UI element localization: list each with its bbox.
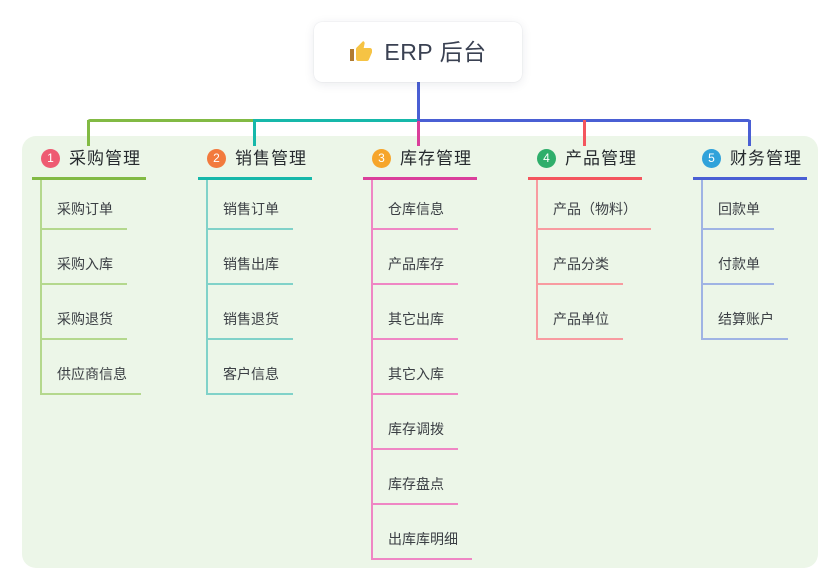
- thumbs-up-icon: [349, 40, 373, 64]
- connector-top-segment-teal: [253, 119, 417, 122]
- branch-header-product[interactable]: 4 产品管理: [528, 146, 642, 180]
- branch-number-badge: 3: [372, 149, 391, 168]
- node-sales-outbound[interactable]: 销售出库: [208, 230, 293, 285]
- node-customer-info[interactable]: 客户信息: [208, 340, 293, 395]
- branch-title: 产品管理: [565, 149, 637, 168]
- branch-children-list: 销售订单 销售出库 销售退货 客户信息: [206, 180, 364, 395]
- node-purchase-inbound[interactable]: 采购入库: [42, 230, 127, 285]
- branch-product: 4 产品管理 产品（物料） 产品分类 产品单位: [528, 146, 694, 340]
- node-settlement-account[interactable]: 结算账户: [703, 285, 788, 340]
- branch-title: 采购管理: [69, 149, 141, 168]
- connector-top-segment-green: [87, 119, 253, 122]
- node-other-outbound[interactable]: 其它出库: [373, 285, 458, 340]
- node-purchase-return[interactable]: 采购退货: [42, 285, 127, 340]
- branch-header-sales[interactable]: 2 销售管理: [198, 146, 312, 180]
- branch-sales: 2 销售管理 销售订单 销售出库 销售退货 客户信息: [198, 146, 364, 395]
- branch-children-list: 仓库信息 产品库存 其它出库 其它入库 库存调拨 库存盘点 出库库明细: [371, 180, 529, 560]
- connector-drop-branch-5: [748, 120, 751, 146]
- node-other-inbound[interactable]: 其它入库: [373, 340, 458, 395]
- node-product-category[interactable]: 产品分类: [538, 230, 623, 285]
- node-warehouse-info[interactable]: 仓库信息: [373, 180, 458, 230]
- branches-background-panel: [22, 136, 818, 568]
- node-stock-taking[interactable]: 库存盘点: [373, 450, 458, 505]
- node-sales-return[interactable]: 销售退货: [208, 285, 293, 340]
- node-product-material[interactable]: 产品（物料）: [538, 180, 651, 230]
- branch-finance: 5 财务管理 回款单 付款单 结算账户: [693, 146, 839, 340]
- branch-inventory: 3 库存管理 仓库信息 产品库存 其它出库 其它入库 库存调拨 库存盘点 出库库…: [363, 146, 529, 560]
- connector-drop-branch-3: [417, 121, 420, 146]
- node-supplier-info[interactable]: 供应商信息: [42, 340, 141, 395]
- node-purchase-order[interactable]: 采购订单: [42, 180, 127, 230]
- connector-root-drop: [417, 82, 420, 120]
- node-product-unit[interactable]: 产品单位: [538, 285, 623, 340]
- branch-number-badge: 4: [537, 149, 556, 168]
- connector-drop-branch-4: [583, 120, 586, 146]
- branch-children-list: 采购订单 采购入库 采购退货 供应商信息: [40, 180, 198, 395]
- connector-drop-branch-1: [87, 120, 90, 146]
- branch-number-badge: 1: [41, 149, 60, 168]
- branch-title: 销售管理: [235, 149, 307, 168]
- branch-children-list: 产品（物料） 产品分类 产品单位: [536, 180, 694, 340]
- node-payment-bill[interactable]: 付款单: [703, 230, 774, 285]
- branch-header-finance[interactable]: 5 财务管理: [693, 146, 807, 180]
- branch-number-badge: 2: [207, 149, 226, 168]
- branch-title: 库存管理: [400, 149, 472, 168]
- node-receipt-bill[interactable]: 回款单: [703, 180, 774, 230]
- node-sales-order[interactable]: 销售订单: [208, 180, 293, 230]
- node-product-stock[interactable]: 产品库存: [373, 230, 458, 285]
- node-stock-transfer[interactable]: 库存调拨: [373, 395, 458, 450]
- node-stock-detail[interactable]: 出库库明细: [373, 505, 472, 560]
- branch-procurement: 1 采购管理 采购订单 采购入库 采购退货 供应商信息: [32, 146, 198, 395]
- root-node-title: ERP 后台: [384, 38, 487, 65]
- branch-title: 财务管理: [730, 149, 802, 168]
- connector-drop-branch-2: [253, 120, 256, 146]
- root-node-erp[interactable]: ERP 后台: [314, 22, 522, 82]
- branch-children-list: 回款单 付款单 结算账户: [701, 180, 839, 340]
- branch-header-inventory[interactable]: 3 库存管理: [363, 146, 477, 180]
- branch-number-badge: 5: [702, 149, 721, 168]
- branch-header-procurement[interactable]: 1 采购管理: [32, 146, 146, 180]
